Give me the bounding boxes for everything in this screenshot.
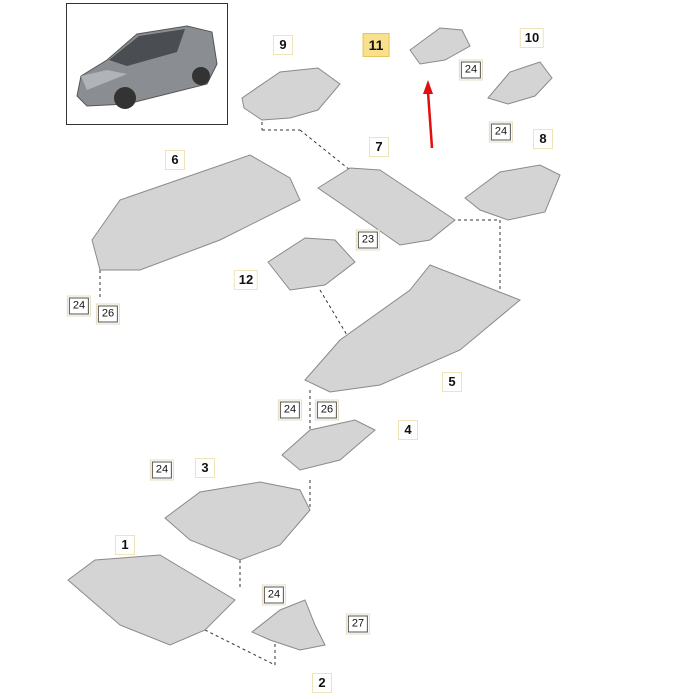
part-12[interactable] — [267, 237, 356, 291]
part-label-4[interactable]: 4 — [398, 420, 418, 440]
ref-label-26[interactable]: 26 — [95, 303, 121, 325]
part-4[interactable] — [281, 419, 376, 471]
part-10[interactable] — [487, 61, 553, 105]
ref-label-23[interactable]: 23 — [355, 229, 381, 251]
part-label-9[interactable]: 9 — [273, 35, 293, 55]
ref-label-24[interactable]: 24 — [488, 121, 514, 143]
part-2[interactable] — [251, 599, 326, 651]
part-label-5[interactable]: 5 — [442, 372, 462, 392]
part-7[interactable] — [317, 167, 456, 246]
part-label-2[interactable]: 2 — [312, 673, 332, 693]
part-label-3[interactable]: 3 — [195, 458, 215, 478]
part-6[interactable] — [91, 154, 301, 271]
part-label-11-highlighted[interactable]: 11 — [362, 33, 390, 57]
part-label-8[interactable]: 8 — [533, 129, 553, 149]
ref-label-24[interactable]: 24 — [277, 399, 303, 421]
ref-label-24[interactable]: 24 — [66, 295, 92, 317]
part-label-1[interactable]: 1 — [115, 535, 135, 555]
part-3[interactable] — [164, 481, 311, 561]
ref-label-24[interactable]: 24 — [261, 584, 287, 606]
vehicle-thumbnail — [66, 3, 228, 125]
part-8[interactable] — [464, 164, 561, 221]
part-label-10[interactable]: 10 — [519, 28, 545, 48]
part-label-6[interactable]: 6 — [165, 150, 185, 170]
part-11[interactable] — [409, 27, 471, 65]
red-arrow-icon — [423, 80, 434, 149]
part-1[interactable] — [67, 554, 236, 646]
part-label-12[interactable]: 12 — [233, 270, 259, 290]
ref-label-27[interactable]: 27 — [345, 613, 371, 635]
part-5[interactable] — [304, 264, 521, 393]
ref-label-24[interactable]: 24 — [149, 459, 175, 481]
part-label-7[interactable]: 7 — [369, 137, 389, 157]
part-9[interactable] — [241, 67, 341, 121]
car-icon — [76, 25, 218, 109]
ref-label-26[interactable]: 26 — [314, 399, 340, 421]
ref-label-24[interactable]: 24 — [458, 59, 484, 81]
